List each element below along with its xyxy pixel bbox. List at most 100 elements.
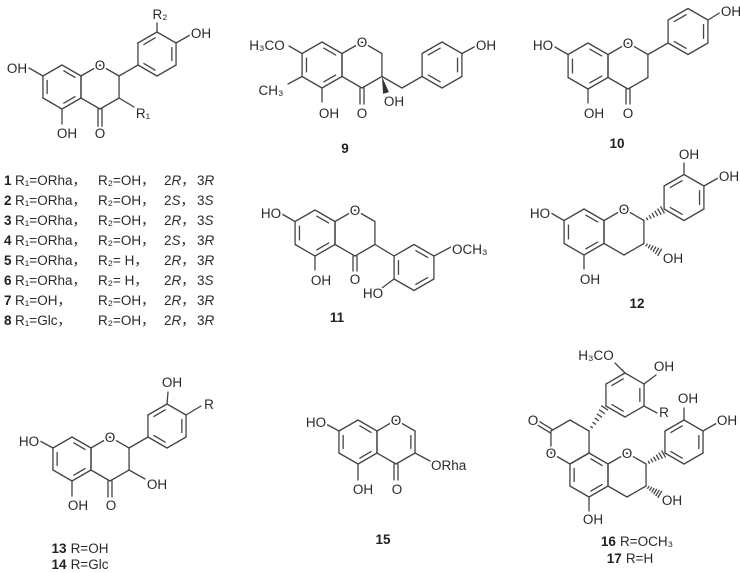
bond xyxy=(137,64,158,77)
atom-label: O xyxy=(95,126,106,141)
substituent: R=H xyxy=(626,551,653,566)
bond xyxy=(649,486,653,491)
structure-1-8-labels: R₂ OH OH O OH O R₁ xyxy=(5,5,213,143)
atom-label: CH₃ xyxy=(259,83,284,98)
bond xyxy=(166,436,187,449)
bond xyxy=(128,436,149,449)
bond xyxy=(323,74,337,83)
bond xyxy=(334,209,356,223)
bond xyxy=(42,64,63,77)
bond xyxy=(361,75,383,89)
c3-configuration: 3 xyxy=(197,173,205,188)
bond xyxy=(354,243,376,257)
r1-substituent: R₁=ORha， xyxy=(15,213,86,228)
bond xyxy=(651,212,655,218)
r2-substituent: R₂=OH， xyxy=(98,213,155,228)
bond xyxy=(341,75,363,89)
bond xyxy=(42,97,63,110)
bond xyxy=(667,7,689,21)
bond xyxy=(592,421,597,425)
compound-number: 8 xyxy=(4,313,12,328)
c3-configuration-letter: R xyxy=(205,233,215,248)
bond xyxy=(381,278,395,289)
c2-configuration: 2 xyxy=(164,313,172,328)
bond xyxy=(316,215,330,224)
bond xyxy=(143,37,156,46)
bond xyxy=(321,41,343,55)
bond xyxy=(90,436,111,449)
r1-substituent: R₁=ORha， xyxy=(15,193,86,208)
bond xyxy=(670,450,683,459)
bond xyxy=(413,278,435,292)
r1-substituent: R₁=ORha， xyxy=(15,273,86,288)
c3-configuration-letter: R xyxy=(205,173,215,188)
wedge-bond xyxy=(382,76,389,94)
c3-configuration: 3 xyxy=(197,273,205,288)
bond xyxy=(563,242,585,256)
bond xyxy=(645,217,649,221)
bond xyxy=(118,97,135,108)
bond xyxy=(563,208,585,222)
atom-label: OH xyxy=(147,477,167,492)
bond xyxy=(314,209,336,223)
bond xyxy=(441,75,463,89)
atom-label: OH xyxy=(663,251,683,266)
c2-configuration: 2 xyxy=(164,293,172,308)
bond xyxy=(601,405,609,411)
c2-configuration-letter: S xyxy=(172,193,181,208)
bond xyxy=(655,454,660,461)
bond xyxy=(334,243,356,257)
compound-number: 15 xyxy=(375,532,391,547)
compound-number: 17 xyxy=(607,551,622,566)
atom-label: HO xyxy=(533,38,553,53)
bond xyxy=(441,41,463,55)
atom-label: OH xyxy=(721,4,740,19)
bond xyxy=(536,424,551,434)
atom-label: O xyxy=(105,430,116,445)
bond xyxy=(28,67,44,77)
bond xyxy=(166,403,187,416)
bond xyxy=(587,42,609,56)
substituent: R=Glc xyxy=(71,557,109,572)
bond xyxy=(301,75,323,89)
structure-1-8 xyxy=(28,22,191,128)
compound-number: 1 xyxy=(4,173,12,188)
bond xyxy=(415,249,429,259)
bond xyxy=(607,42,629,56)
bond xyxy=(624,405,645,418)
separator: ， xyxy=(181,273,195,288)
c2-configuration-letter: R xyxy=(172,173,182,188)
c3-configuration: 3 xyxy=(197,313,205,328)
substituent: R=OH xyxy=(71,541,109,556)
structure-13-14 xyxy=(39,391,202,498)
bond xyxy=(461,45,477,55)
bond xyxy=(657,248,663,257)
bond xyxy=(314,243,336,257)
bond xyxy=(588,485,609,498)
bond xyxy=(623,208,645,222)
bond xyxy=(421,41,443,55)
c2-configuration: 2 xyxy=(164,193,172,208)
bond xyxy=(52,469,73,482)
r2-substituent: R₂=OH， xyxy=(98,173,155,188)
bond xyxy=(661,450,666,458)
atom-label: OH xyxy=(68,498,88,513)
atom-label: OH xyxy=(679,147,699,162)
c2-configuration-letter: R xyxy=(172,273,182,288)
bond xyxy=(301,41,323,55)
separator: ， xyxy=(181,213,195,228)
bond xyxy=(52,436,73,449)
atom-label: OH xyxy=(476,38,496,53)
atom-label: OH xyxy=(717,413,737,428)
compound-number: 10 xyxy=(609,136,624,151)
bond xyxy=(653,456,657,462)
atom-label: R₂ xyxy=(153,7,168,22)
